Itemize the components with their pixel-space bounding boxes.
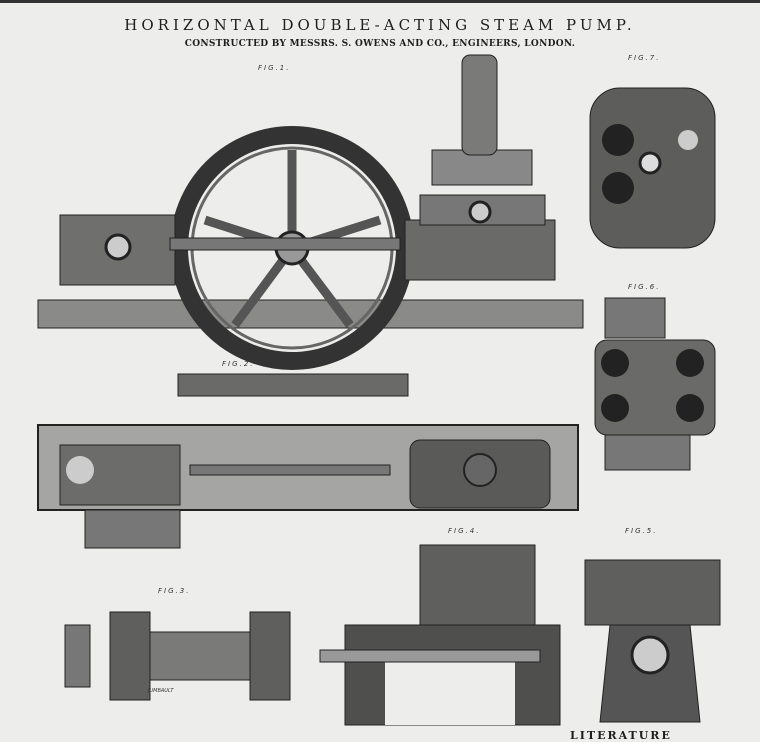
section-heading: LITERATURE bbox=[570, 729, 672, 742]
fig5-label: FIG.5. bbox=[625, 527, 658, 535]
fig2-label: FIG.2. bbox=[222, 360, 255, 368]
fig5-section bbox=[584, 559, 721, 723]
top-rule bbox=[0, 0, 760, 3]
fig4-section bbox=[319, 544, 561, 726]
fig6-label: FIG.6. bbox=[628, 283, 661, 291]
page-title: HORIZONTAL DOUBLE-ACTING STEAM PUMP. bbox=[124, 16, 636, 34]
page-subtitle: CONSTRUCTED BY MESSRS. S. OWENS AND CO.,… bbox=[184, 39, 576, 49]
fig1-side-elevation bbox=[37, 54, 584, 370]
fig6-section bbox=[594, 297, 716, 471]
fig4-label: FIG.4. bbox=[448, 527, 481, 535]
fig1-label: FIG.1. bbox=[258, 64, 291, 72]
fig2-plan-view bbox=[37, 373, 579, 549]
fig7-valve-face bbox=[589, 87, 716, 249]
fig7-label: FIG.7. bbox=[628, 54, 661, 62]
fig3-cylinder bbox=[64, 611, 291, 701]
engraver-signature: JUMBAULT bbox=[148, 688, 174, 694]
fig3-label: FIG.3. bbox=[158, 587, 191, 595]
